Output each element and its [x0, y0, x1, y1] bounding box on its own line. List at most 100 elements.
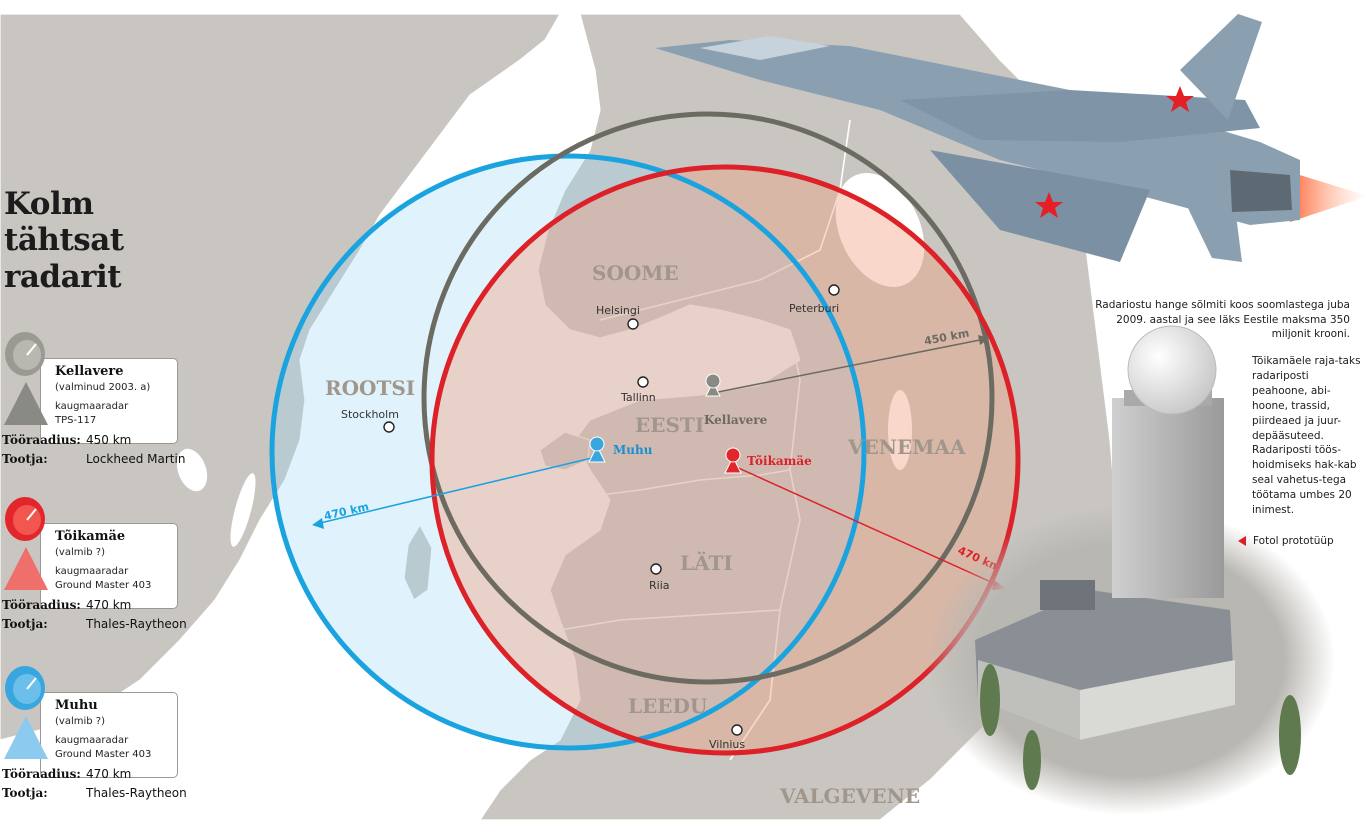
radar-card-toikamae: Tõikamäe (valmib ?) kaugmaaradar Ground … — [0, 495, 187, 631]
photo-note-text: Fotol prototüüp — [1253, 535, 1334, 547]
country-label-venemaa: VENEMAA — [847, 435, 966, 459]
radar-card-radius-value: 470 km — [86, 598, 132, 612]
radome-dome — [1127, 325, 1217, 415]
city-marker-helsingi — [627, 318, 639, 330]
jet-wing-lower — [930, 150, 1150, 262]
infographic-title: Kolm tähtsat radarit — [4, 186, 144, 295]
city-marker-tallinn — [637, 376, 649, 388]
building-wall-right — [1080, 660, 1235, 740]
borders — [559, 119, 851, 761]
lake-peipsi — [888, 390, 912, 470]
radar-card-panel — [40, 692, 178, 778]
saaremaa-island — [539, 431, 591, 471]
city-label-helsingi: Helsingi — [596, 304, 640, 317]
radar-card-type-line: Ground Master 403 — [55, 748, 152, 760]
jet-canopy — [700, 36, 830, 60]
toikamae-radar-dish-icon — [4, 497, 48, 590]
jet-tail-fin — [1180, 14, 1262, 120]
radar-card-maker-label: Tootja: — [2, 786, 48, 800]
toikamae-marker-dish — [725, 447, 741, 463]
city-label-stockholm: Stockholm — [341, 408, 399, 421]
muhu-range-arrowhead — [312, 518, 324, 529]
radar-card-radius-label: Tööraadius: — [2, 598, 81, 612]
radar-card-kellavere: Kellavere (valminud 2003. a) kaugmaarada… — [0, 330, 185, 466]
radar-card-panel — [40, 358, 178, 444]
radar-card-maker-value: Lockheed Martin — [86, 452, 186, 466]
toikamae-marker-base — [724, 455, 742, 474]
muhu-coverage-fill — [272, 156, 864, 748]
city-marker-vilnius — [731, 724, 743, 736]
radar-card-muhu: Muhu (valmib ?) kaugmaaradar Ground Mast… — [0, 664, 187, 800]
city-marker-riia — [650, 563, 662, 575]
radar-card-type: kaugmaaradar TPS-117 — [55, 400, 128, 427]
city-label-riia: Riia — [649, 579, 670, 592]
border-finland-russia — [599, 119, 851, 321]
city-marker-stockholm — [383, 421, 395, 433]
radar-card-maker-label: Tootja: — [2, 617, 48, 631]
rooftop-units — [1040, 580, 1095, 610]
radar-card-radius-value: 470 km — [86, 767, 132, 781]
station-description: Tõikamäele raja-taks radariposti peahoon… — [1252, 355, 1361, 517]
red-star-icon — [1035, 192, 1063, 218]
radar-card-type: kaugmaaradar Ground Master 403 — [55, 734, 151, 761]
radar-card-name: Muhu — [55, 698, 98, 713]
tree — [1023, 730, 1041, 790]
radar-card-type-line: TPS-117 — [55, 414, 97, 426]
lake-vanern — [176, 448, 208, 492]
kellavere-marker-dish — [705, 373, 721, 389]
muhu-range-line — [315, 456, 597, 525]
radar-card-maker: Tootja: Thales-Raytheon — [2, 786, 187, 800]
city-label-vilnius: Vilnius — [709, 738, 745, 751]
red-star-icon — [1166, 86, 1194, 112]
radar-card-radius: Tööraadius: 470 km — [2, 598, 131, 612]
country-label-valgevene: VALGEVENE — [779, 784, 920, 808]
radar-card-type-line: kaugmaaradar — [55, 566, 129, 577]
radar-card-radius: Tööraadius:450 km — [2, 433, 131, 447]
radar-card-type-line: kaugmaaradar — [55, 735, 129, 746]
cities: Helsingi Peterburi Tallinn Stockholm Rii… — [341, 284, 840, 751]
country-label-eesti: EESTI — [635, 413, 704, 437]
photo-note: Fotol prototüüp — [1238, 535, 1334, 547]
radar-card-name: Tõikamäe — [55, 529, 126, 544]
jet-wing-upper — [900, 90, 1260, 142]
jet-afterburner-flame — [1290, 172, 1368, 222]
muhu-marker-base — [588, 444, 606, 463]
tree — [1279, 695, 1301, 775]
toikamae-marker — [724, 447, 742, 474]
radar-card-note: (valminud 2003. a) — [55, 382, 151, 393]
radar-card-type-line: kaugmaaradar — [55, 401, 129, 412]
procurement-caption: Radariostu hange sõlmiti koos soomlasteg… — [1095, 299, 1350, 341]
radar-card-panel — [40, 523, 178, 609]
kellavere-range-arrowhead — [978, 335, 990, 345]
muhu-marker-dish — [589, 436, 605, 452]
kellavere-coverage-ring — [421, 111, 995, 685]
radar-card-radius-label: Tööraadius: — [2, 767, 81, 781]
radar-card-note: (valmib ?) — [55, 716, 105, 727]
country-label-leedu: LEEDU — [628, 694, 707, 718]
toikamae-map-label: Tõikamäe — [747, 454, 812, 468]
kellavere-radar-dish-icon — [4, 332, 48, 425]
tree — [980, 664, 1000, 736]
radar-card-type-line: Ground Master 403 — [55, 579, 152, 591]
red-triangle-icon — [1238, 536, 1246, 546]
title-line: radarit — [4, 258, 122, 295]
radar-station-photo — [925, 325, 1335, 815]
border-latvia-lithuania — [559, 609, 781, 631]
country-label-lati: LÄTI — [680, 551, 733, 575]
kellavere-marker — [705, 373, 721, 397]
toikamae-coverage-ring — [429, 164, 1021, 756]
border-east — [729, 329, 801, 761]
title-line: tähtsat — [4, 222, 124, 259]
radar-card-radius-value: 450 km — [86, 433, 132, 447]
muhu-marker — [588, 436, 606, 463]
radar-card-note: (valmib ?) — [55, 547, 105, 558]
toikamae-coverage-fill — [432, 167, 1018, 753]
radar-card-radius: Tööraadius: 470 km — [2, 767, 131, 781]
radar-card-maker-value: Thales-Raytheon — [86, 786, 187, 800]
city-label-peterburi: Peterburi — [789, 302, 839, 315]
fighter-jet — [655, 14, 1368, 262]
city-label-tallinn: Tallinn — [620, 391, 656, 404]
toikamae-range-line — [733, 465, 1003, 588]
title-line: Kolm — [4, 186, 94, 222]
